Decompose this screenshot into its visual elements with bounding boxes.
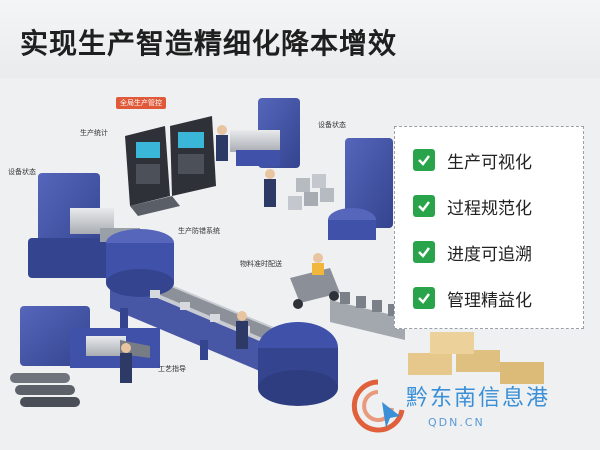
check-icon	[413, 195, 435, 217]
feature-list-panel: 生产可视化 过程规范化 进度可追溯 管理精益化	[394, 126, 584, 329]
worker-figures	[120, 125, 324, 383]
crate-stack	[408, 332, 544, 384]
lathe-machine	[20, 306, 160, 368]
press-machine-right	[328, 138, 393, 240]
label-material-delivery: 物料准时配送	[240, 260, 282, 268]
label-equipment-status-right: 设备状态	[318, 121, 346, 129]
feature-item-traceability: 进度可追溯	[413, 237, 532, 267]
watermark-url: QDN.CN	[428, 416, 485, 429]
feature-item-standardization: 过程规范化	[413, 191, 532, 221]
workpiece-cluster	[288, 174, 334, 210]
watermark-logo-icon	[351, 379, 405, 433]
material-cart	[290, 268, 340, 309]
feature-label: 进度可追溯	[447, 244, 532, 265]
feature-label: 生产可视化	[447, 152, 532, 173]
page-title: 实现生产智造精细化降本增效	[20, 27, 398, 60]
feature-item-lean-management: 管理精益化	[413, 283, 532, 313]
label-anti-error-system: 生产防错系统	[178, 227, 220, 235]
pipe-stack	[10, 373, 80, 407]
control-console	[125, 116, 216, 216]
feature-label: 管理精益化	[447, 290, 532, 311]
check-icon	[413, 241, 435, 263]
feature-label: 过程规范化	[447, 198, 532, 219]
label-process-guidance: 工艺指导	[158, 365, 186, 373]
parts-rack	[330, 292, 405, 340]
label-production-stats: 生产统计	[80, 129, 108, 137]
conveyor-bend	[258, 322, 338, 406]
machining-center	[230, 98, 300, 168]
watermark: 黔东南信息港 QDN.CN	[348, 370, 588, 446]
central-housing	[106, 229, 174, 297]
check-icon	[413, 287, 435, 309]
label-global-control: 全局生产管控	[116, 97, 166, 109]
label-equipment-status-left: 设备状态	[8, 168, 36, 176]
feature-item-visualization: 生产可视化	[413, 145, 532, 175]
watermark-text: 黔东南信息港	[406, 386, 551, 411]
header-bar: 实现生产智造精细化降本增效	[0, 0, 600, 78]
check-icon	[413, 149, 435, 171]
